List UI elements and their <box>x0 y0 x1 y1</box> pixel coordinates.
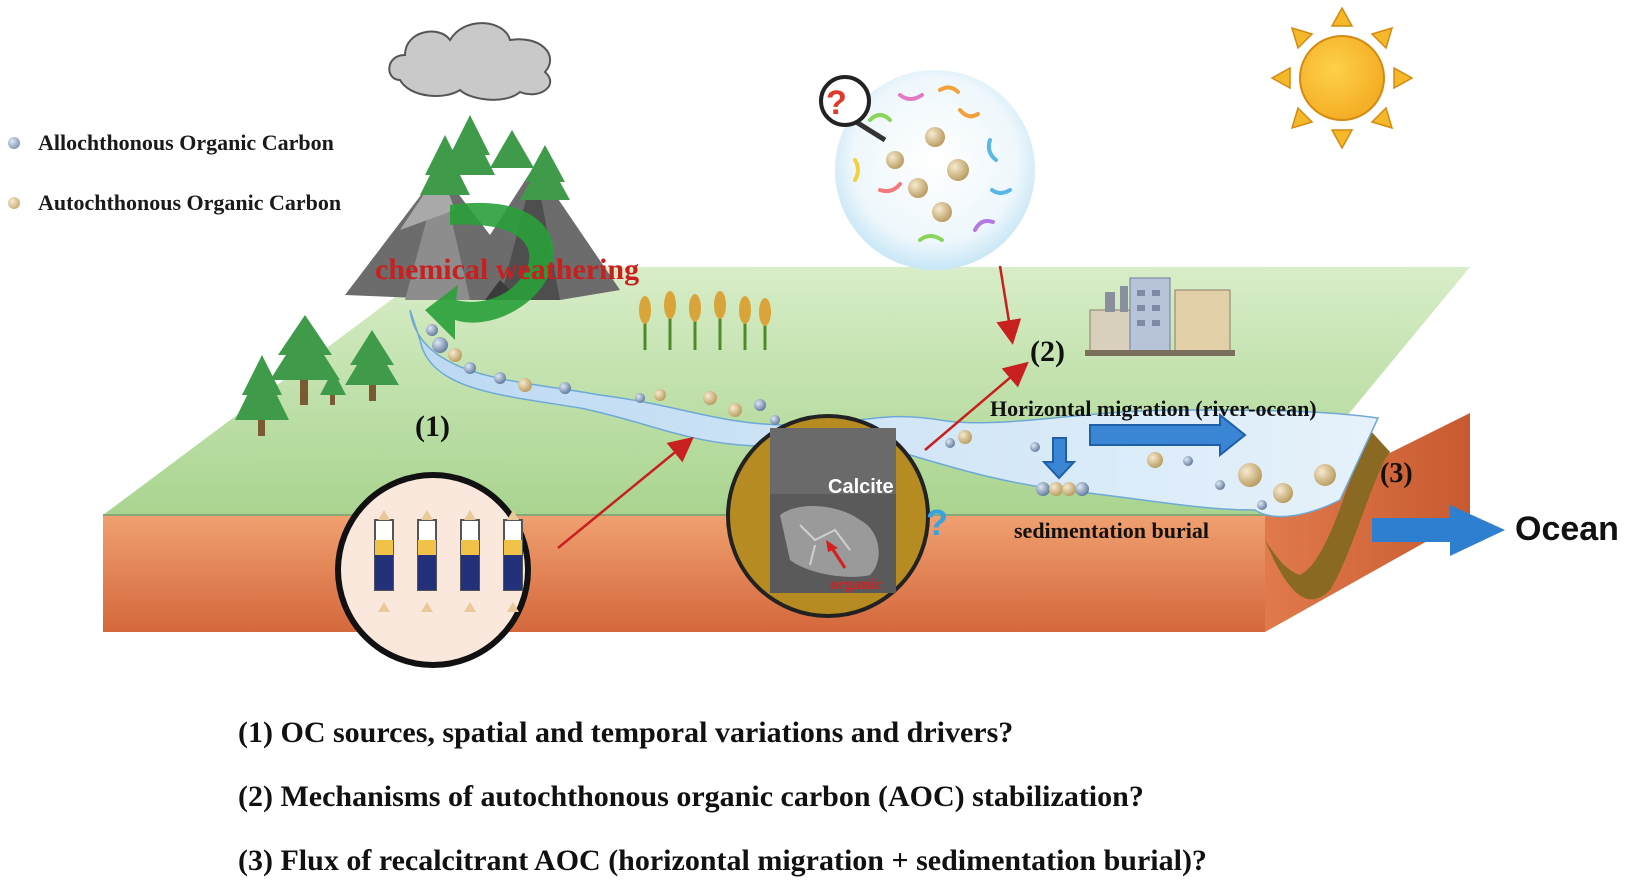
legend-autochthonous: Autochthonous Organic Carbon <box>8 190 341 216</box>
factory-icon <box>1085 277 1235 356</box>
marker-2-label: (2) <box>1030 335 1065 368</box>
red-arrow-calcite-to-2 <box>924 361 1029 451</box>
marker-3-label: (3) <box>1380 458 1413 489</box>
horizontal-migration-arrow <box>1089 412 1247 458</box>
question-1: (1) OC sources, spatial and temporal var… <box>238 716 1014 749</box>
legend-autochthonous-label: Autochthonous Organic Carbon <box>38 190 342 215</box>
tree-group <box>235 115 570 420</box>
chemical-weathering-label: chemical weathering <box>375 253 640 286</box>
calcite-label: Calcite <box>828 476 894 498</box>
sedimentation-arrow <box>1041 437 1077 480</box>
river <box>409 309 1380 518</box>
ocean-label: Ocean <box>1515 510 1619 548</box>
sedimentation-burial-label: sedimentation burial <box>1014 518 1209 543</box>
river-mouth-sediment <box>1265 430 1390 600</box>
marker-1-label: (1) <box>415 410 450 443</box>
weathering-cycle-arrow <box>425 202 554 340</box>
red-arrow-microbe-to-2 <box>996 265 1022 345</box>
sampling-syringes-inset <box>335 472 531 668</box>
autochthonous-dot-icon <box>8 197 20 209</box>
magnifier-icon <box>819 75 887 143</box>
legend-allochthonous-label: Allochthonous Organic Carbon <box>38 130 334 155</box>
cloud-icon <box>388 22 552 101</box>
sun-icon <box>1270 6 1414 150</box>
blue-question-mark: ? <box>926 502 948 543</box>
red-arrow-1-to-2 <box>557 436 694 549</box>
question-2: (2) Mechanisms of autochthonous organic … <box>238 780 1144 813</box>
carbon-particles <box>426 324 1336 510</box>
red-question-mark: ? <box>826 84 847 122</box>
calcite-micrograph-inset <box>726 414 930 618</box>
horizontal-migration-label: Horizontal migration (river-ocean) <box>990 396 1317 421</box>
organic-label: organic <box>830 576 882 593</box>
microbe-bubble <box>835 70 1035 270</box>
allochthonous-dot-icon <box>8 137 20 149</box>
question-3: (3) Flux of recalcitrant AOC (horizontal… <box>238 844 1207 877</box>
ocean-arrow <box>1372 505 1505 556</box>
legend-allochthonous: Allochthonous Organic Carbon <box>8 130 334 156</box>
